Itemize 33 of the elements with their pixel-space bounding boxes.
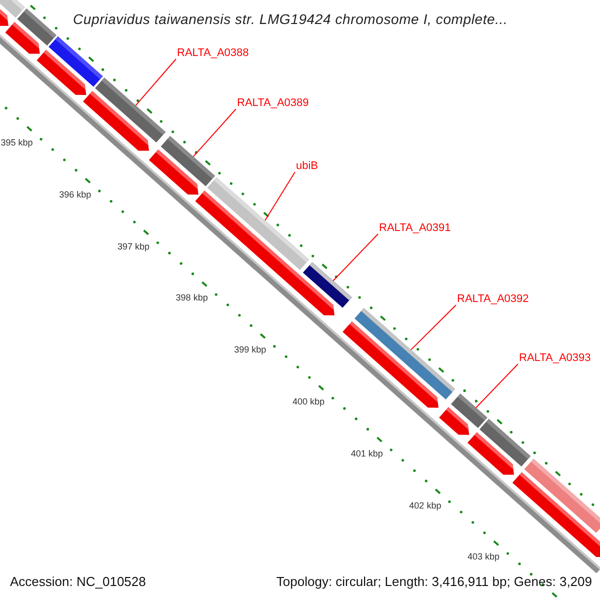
gene-feature	[36, 50, 86, 95]
scale-label: 398 kbp	[176, 292, 208, 304]
scale-label: 400 kbp	[292, 396, 325, 408]
gene-label: RALTA_A0388	[177, 47, 249, 60]
gene-label: ubiB	[296, 160, 318, 173]
scale-label: 395 kbp	[0, 138, 33, 148]
scale-label: 402 kbp	[409, 500, 442, 512]
gene-feature	[468, 432, 514, 475]
gene-feature	[0, 9, 8, 26]
gene-feature	[342, 322, 438, 408]
gene-label: RALTA_A0393	[519, 352, 591, 365]
leader-line	[192, 108, 236, 158]
gene-bar	[0, 0, 25, 18]
accession-text: Accession: NC_010528	[10, 574, 146, 590]
gene-feature	[512, 472, 600, 558]
gene-feature	[148, 150, 198, 195]
scale-label: 397 kbp	[117, 241, 150, 252]
leader-line	[476, 364, 518, 408]
scale-label: 396 kbp	[59, 189, 92, 200]
topology-text: Topology: circular; Length: 3,416,911 bp; Genes: 3,209	[276, 574, 592, 590]
scale-label: 399 kbp	[234, 344, 266, 356]
scale-label: 403 kbp	[468, 552, 500, 563]
gene-feature	[439, 407, 470, 435]
gene-label: RALTA_A0392	[457, 293, 529, 306]
leader-line	[332, 234, 378, 282]
map-title: Cupriavidus taiwanensis str. LMG19424 chromosome I, complete...	[73, 10, 508, 28]
gene-feature	[5, 22, 40, 54]
gene-label: RALTA_A0389	[237, 97, 309, 110]
gene-feature	[83, 91, 149, 151]
scale-label: 401 kbp	[350, 448, 383, 460]
leader-line	[264, 172, 296, 221]
gene-feature	[195, 190, 334, 316]
gene-label: RALTA_A0391	[379, 222, 451, 235]
